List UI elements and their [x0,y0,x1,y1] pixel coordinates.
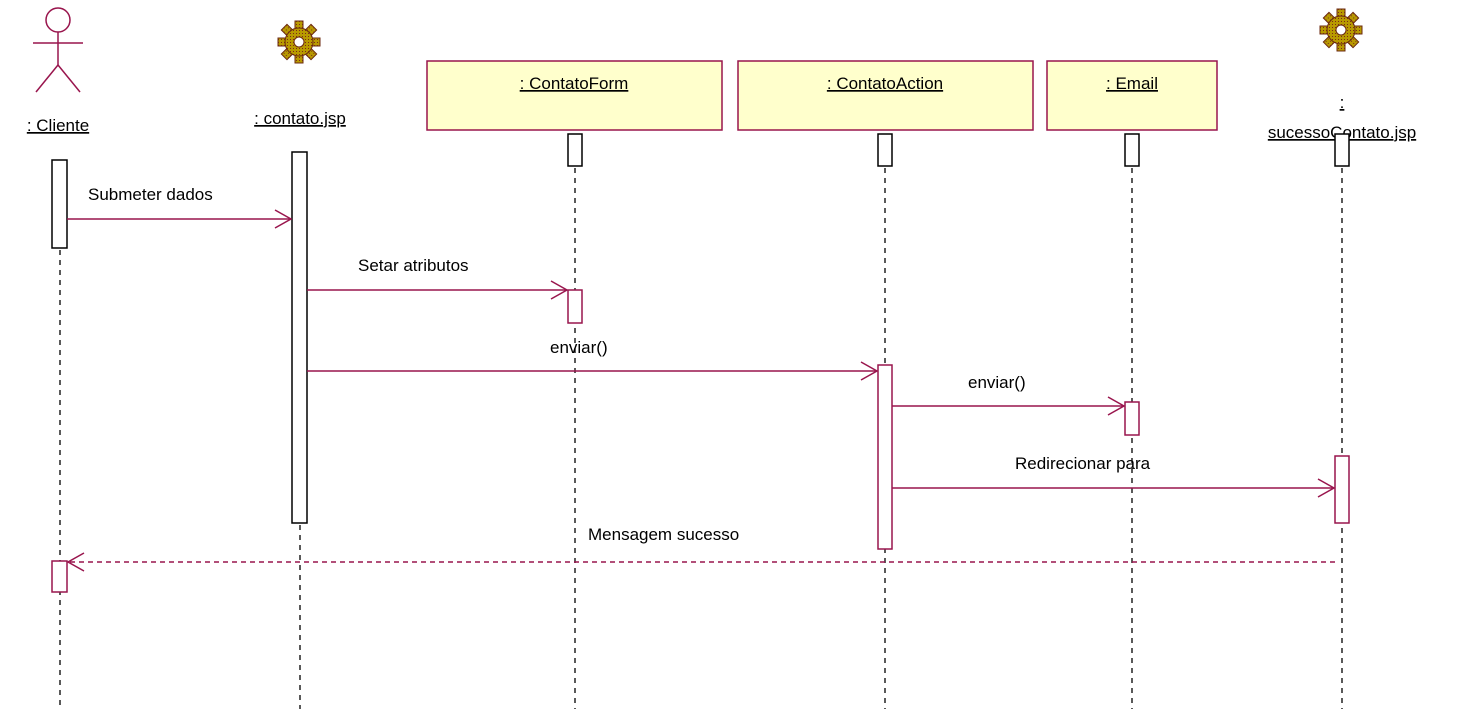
participant-label-sucesso-jsp-line2: sucessoContato.jsp [1268,123,1416,142]
activation-sucesso-jsp-head [1334,133,1350,167]
gear-icon [1319,8,1363,52]
message-label-submeter-dados: Submeter dados [88,185,213,204]
arrowhead-icon [274,209,293,229]
activation-contato-form-head [567,133,583,167]
participant-box-contato-form [426,60,723,131]
activation-contato-form [567,289,583,324]
participant-label-email: : Email [1106,74,1158,93]
message-label-enviar-action: enviar() [550,338,608,357]
activation-email-head [1124,133,1140,167]
message-label-mensagem-sucesso: Mensagem sucesso [588,525,739,544]
participant-box-email [1046,60,1218,131]
participant-label-contato-form: : ContatoForm [520,74,629,93]
arrowhead-icon [860,361,879,381]
activation-cliente-return [51,560,68,593]
message-label-redirecionar: Redirecionar para [1015,454,1151,473]
message-label-setar-atributos: Setar atributos [358,256,469,275]
activation-contato-action [877,364,893,550]
arrowhead-icon [66,552,85,572]
activation-contato-jsp [291,151,308,524]
gear-icon [277,20,321,64]
actor-icon [33,7,83,93]
participant-label-cliente: : Cliente [27,116,89,135]
activation-contato-action-head [877,133,893,167]
participant-label-contato-action: : ContatoAction [827,74,943,93]
participant-box-contato-action [737,60,1034,131]
activation-sucesso-jsp [1334,455,1350,524]
arrowhead-icon [1317,478,1336,498]
arrowhead-icon [550,280,569,300]
participant-label-contato-jsp: : contato.jsp [254,109,346,128]
message-label-enviar-email: enviar() [968,373,1026,392]
arrowhead-icon [1107,396,1126,416]
participant-label-sucesso-jsp-line1: : [1340,93,1345,112]
activation-email [1124,401,1140,436]
activation-cliente [51,159,68,249]
